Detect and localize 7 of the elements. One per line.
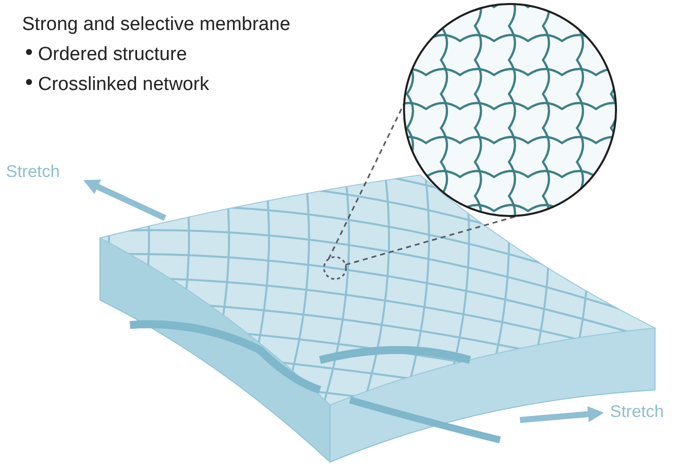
magnified-network-drawing <box>402 2 618 218</box>
bullet-text: Crosslinked network <box>38 74 210 95</box>
stretch-label: Stretch <box>6 162 60 182</box>
stretch-label: Stretch <box>610 402 664 422</box>
zoom-circle <box>322 255 348 281</box>
heading-text: Strong and selective membrane <box>22 14 290 36</box>
bullet-text: Ordered structure <box>38 44 187 65</box>
